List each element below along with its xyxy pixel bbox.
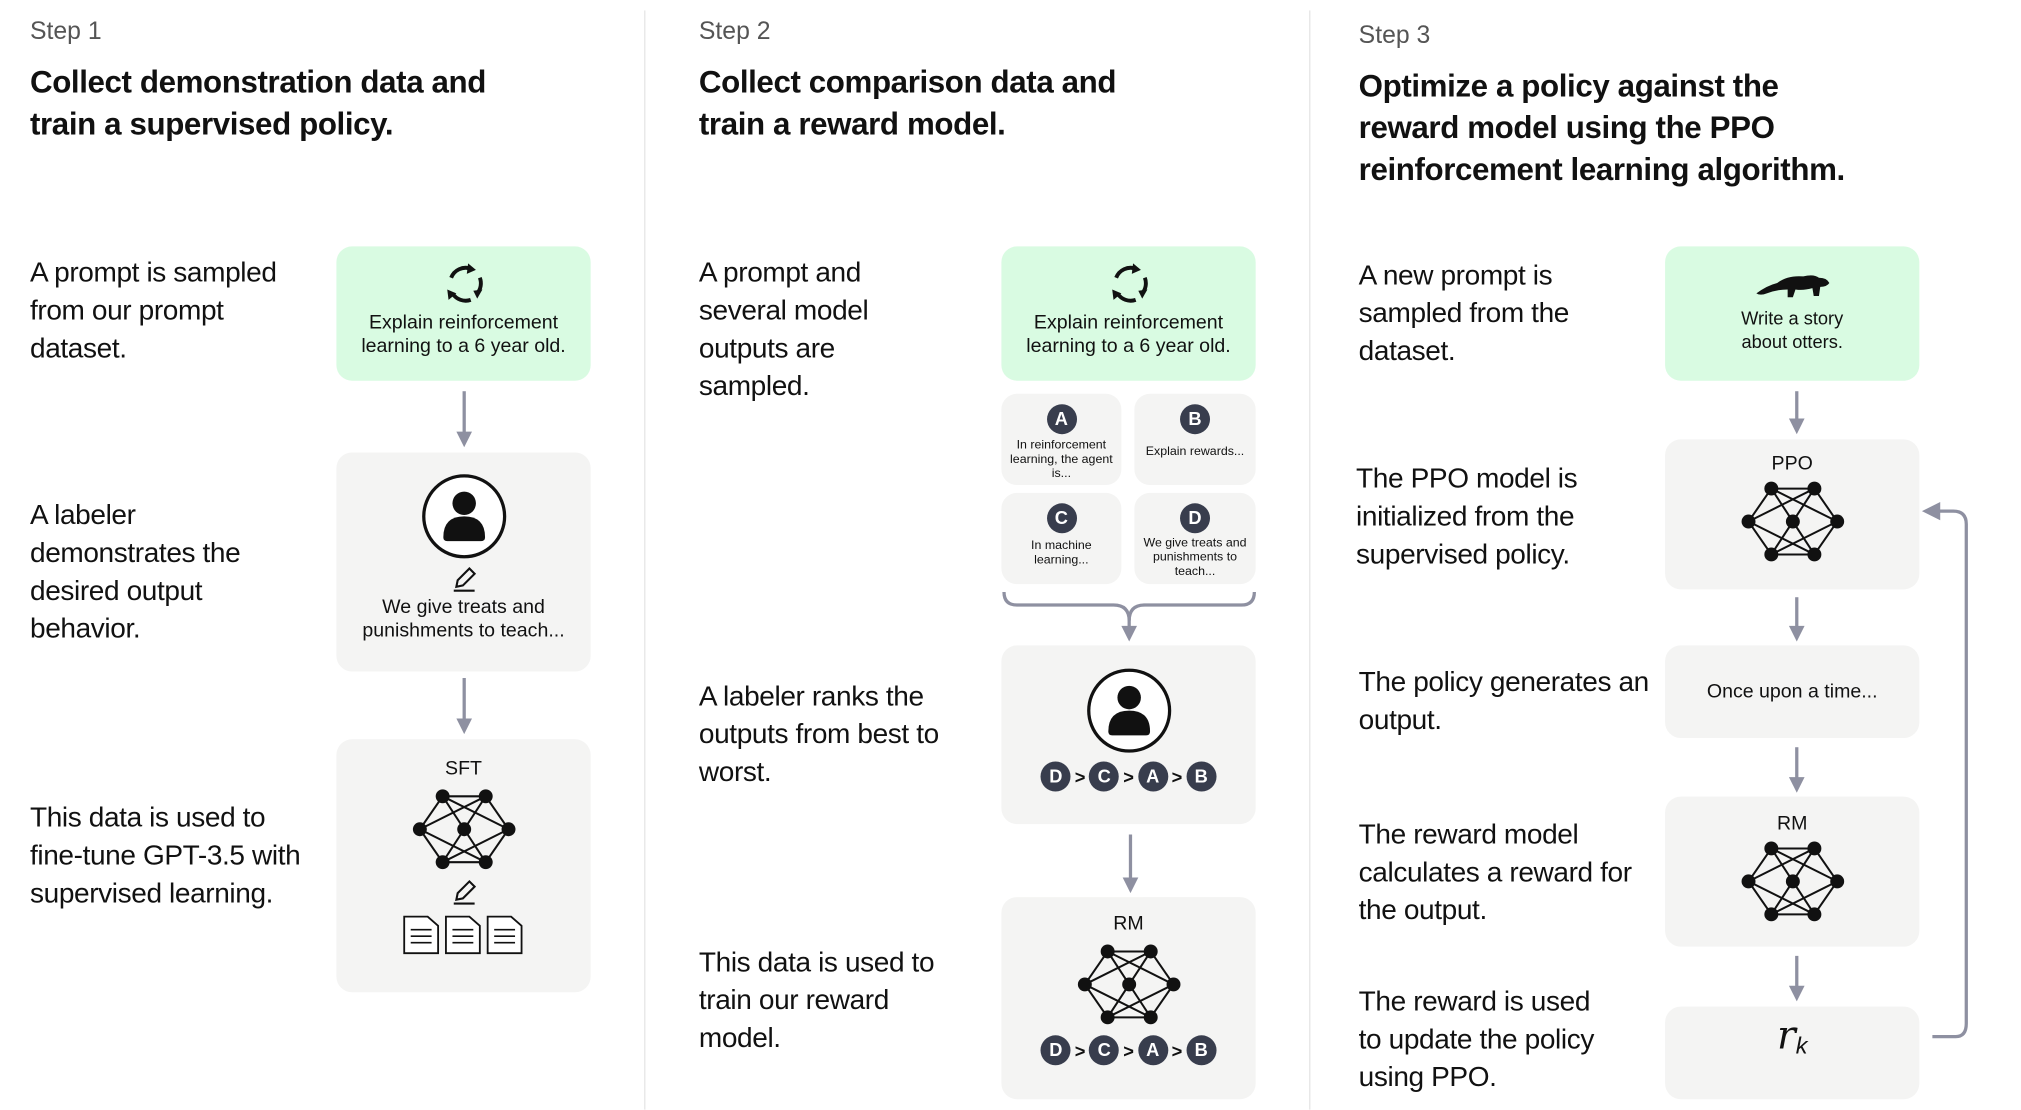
cycle-icon bbox=[1106, 262, 1150, 306]
rank-badge: C bbox=[1089, 761, 1120, 792]
step-2-desc-3: This data is used to train our reward mo… bbox=[698, 946, 935, 1054]
step-3-title: Optimize a policy against the reward mod… bbox=[1358, 69, 1846, 188]
labeler-box: We give treats and punishments to teach.… bbox=[336, 452, 591, 672]
prompt-box: Explain reinforcement learning to a 6 ye… bbox=[1001, 246, 1256, 381]
divider bbox=[1309, 10, 1311, 1110]
neural-network-icon bbox=[1737, 476, 1847, 565]
neural-network-icon bbox=[1737, 836, 1847, 925]
rank-badge: A bbox=[1137, 1035, 1168, 1066]
neural-network-icon bbox=[1074, 939, 1184, 1028]
step-1-desc-1: A prompt is sampled from our prompt data… bbox=[29, 256, 277, 364]
prompt-text: Explain reinforcement learning to a 6 ye… bbox=[1026, 311, 1231, 358]
greater-than: > bbox=[1123, 766, 1134, 787]
step-2-desc-1: A prompt and several model outputs are s… bbox=[698, 256, 869, 402]
output-text: We give treats and punishments to teach.… bbox=[1143, 535, 1247, 579]
badge-c: C bbox=[1046, 503, 1077, 534]
neural-network-icon bbox=[409, 784, 519, 873]
output-card-a: A In reinforcement learning, the agent i… bbox=[1001, 393, 1122, 486]
reward-subscript: k bbox=[1795, 1032, 1808, 1059]
step-3-desc-2: The PPO model is initialized from the su… bbox=[1356, 462, 1578, 570]
documents-icon bbox=[401, 914, 526, 956]
output-text: Explain rewards... bbox=[1145, 444, 1245, 459]
badge-a: A bbox=[1046, 404, 1077, 435]
prompt-box: Explain reinforcement learning to a 6 ye… bbox=[336, 246, 591, 381]
arrow-down-icon bbox=[1788, 597, 1806, 642]
model-label: RM bbox=[1113, 912, 1144, 935]
badge-d: D bbox=[1180, 503, 1211, 534]
arrow-down-icon bbox=[1788, 747, 1806, 793]
output-card-b: B Explain rewards... bbox=[1134, 393, 1256, 486]
policy-output-box: Once upon a time... bbox=[1665, 645, 1920, 739]
greater-than: > bbox=[1171, 766, 1183, 787]
prompt-box: Write a story about otters. bbox=[1665, 246, 1920, 381]
divider bbox=[644, 10, 646, 1110]
prompt-text: Explain reinforcement learning to a 6 ye… bbox=[361, 311, 566, 358]
rank-badge: C bbox=[1089, 1035, 1120, 1066]
greater-than: > bbox=[1123, 1039, 1134, 1061]
step-1-desc-3: This data is used to fine-tune GPT-3.5 w… bbox=[29, 801, 301, 909]
output-text: In machine learning... bbox=[1031, 538, 1092, 568]
output-card-c: C In machine learning... bbox=[1001, 492, 1122, 585]
ranking-row: D> C> A> B bbox=[1001, 761, 1255, 792]
model-label: RM bbox=[1776, 812, 1808, 835]
badge-b: B bbox=[1180, 404, 1211, 435]
feedback-loop-arrow-icon bbox=[1921, 502, 1968, 1039]
step-2-desc-2: A labeler ranks the outputs from best to… bbox=[698, 680, 939, 788]
rank-badge: B bbox=[1186, 761, 1217, 792]
greater-than: > bbox=[1171, 1039, 1183, 1061]
reward-box: rk bbox=[1665, 1006, 1920, 1100]
ranking-row: D> C> A> B bbox=[1001, 1035, 1255, 1066]
labeler-avatar-icon bbox=[421, 473, 507, 559]
ranking-box: D> C> A> B bbox=[1001, 645, 1256, 825]
model-label: SFT bbox=[445, 757, 483, 780]
step-3-desc-1: A new prompt is sampled from the dataset… bbox=[1358, 259, 1570, 367]
step-3-desc-3: The policy generates an output. bbox=[1358, 666, 1650, 736]
output-text: In reinforcement learning, the agent is.… bbox=[1010, 438, 1113, 482]
output-text: Once upon a time... bbox=[1706, 680, 1878, 703]
step-2-title: Collect comparison data and train a rewa… bbox=[698, 65, 1117, 143]
merge-bracket-icon bbox=[1002, 591, 1256, 642]
arrow-down-icon bbox=[455, 678, 473, 735]
output-card-d: D We give treats and punishments to teac… bbox=[1134, 492, 1256, 585]
reward-symbol: r bbox=[1776, 1013, 1796, 1059]
demonstration-text: We give treats and punishments to teach.… bbox=[362, 595, 565, 642]
reward-model-box: RM bbox=[1665, 796, 1920, 947]
step-3-desc-5: The reward is used to update the policy … bbox=[1358, 985, 1595, 1093]
arrow-down-icon bbox=[455, 391, 473, 448]
greater-than: > bbox=[1074, 1039, 1086, 1061]
step-1-title: Collect demonstration data and train a s… bbox=[29, 65, 486, 143]
reward-model-box: RM D> C> A> B bbox=[1001, 897, 1256, 1100]
pencil-icon bbox=[449, 878, 478, 907]
ppo-model-box: PPO bbox=[1665, 439, 1920, 590]
greater-than: > bbox=[1074, 766, 1086, 787]
labeler-avatar-icon bbox=[1085, 668, 1171, 754]
step-1-label: Step 1 bbox=[29, 18, 102, 46]
rank-badge: D bbox=[1040, 761, 1071, 792]
rank-badge: B bbox=[1186, 1035, 1217, 1066]
step-3-desc-4: The reward model calculates a reward for… bbox=[1358, 818, 1632, 926]
rank-badge: D bbox=[1040, 1035, 1071, 1066]
rank-badge: A bbox=[1137, 761, 1168, 792]
arrow-down-icon bbox=[1121, 834, 1139, 894]
arrow-down-icon bbox=[1788, 391, 1806, 435]
step-2-label: Step 2 bbox=[698, 18, 771, 46]
step-1-desc-2: A labeler demonstrates the desired outpu… bbox=[29, 499, 241, 645]
model-label: PPO bbox=[1771, 452, 1813, 475]
sft-model-box: SFT bbox=[336, 739, 591, 993]
arrow-down-icon bbox=[1788, 955, 1806, 1002]
cycle-icon bbox=[441, 262, 485, 306]
pencil-icon bbox=[449, 565, 478, 594]
otter-icon bbox=[1755, 275, 1829, 298]
prompt-text: Write a story about otters. bbox=[1741, 307, 1844, 353]
step-3-label: Step 3 bbox=[1358, 22, 1431, 50]
